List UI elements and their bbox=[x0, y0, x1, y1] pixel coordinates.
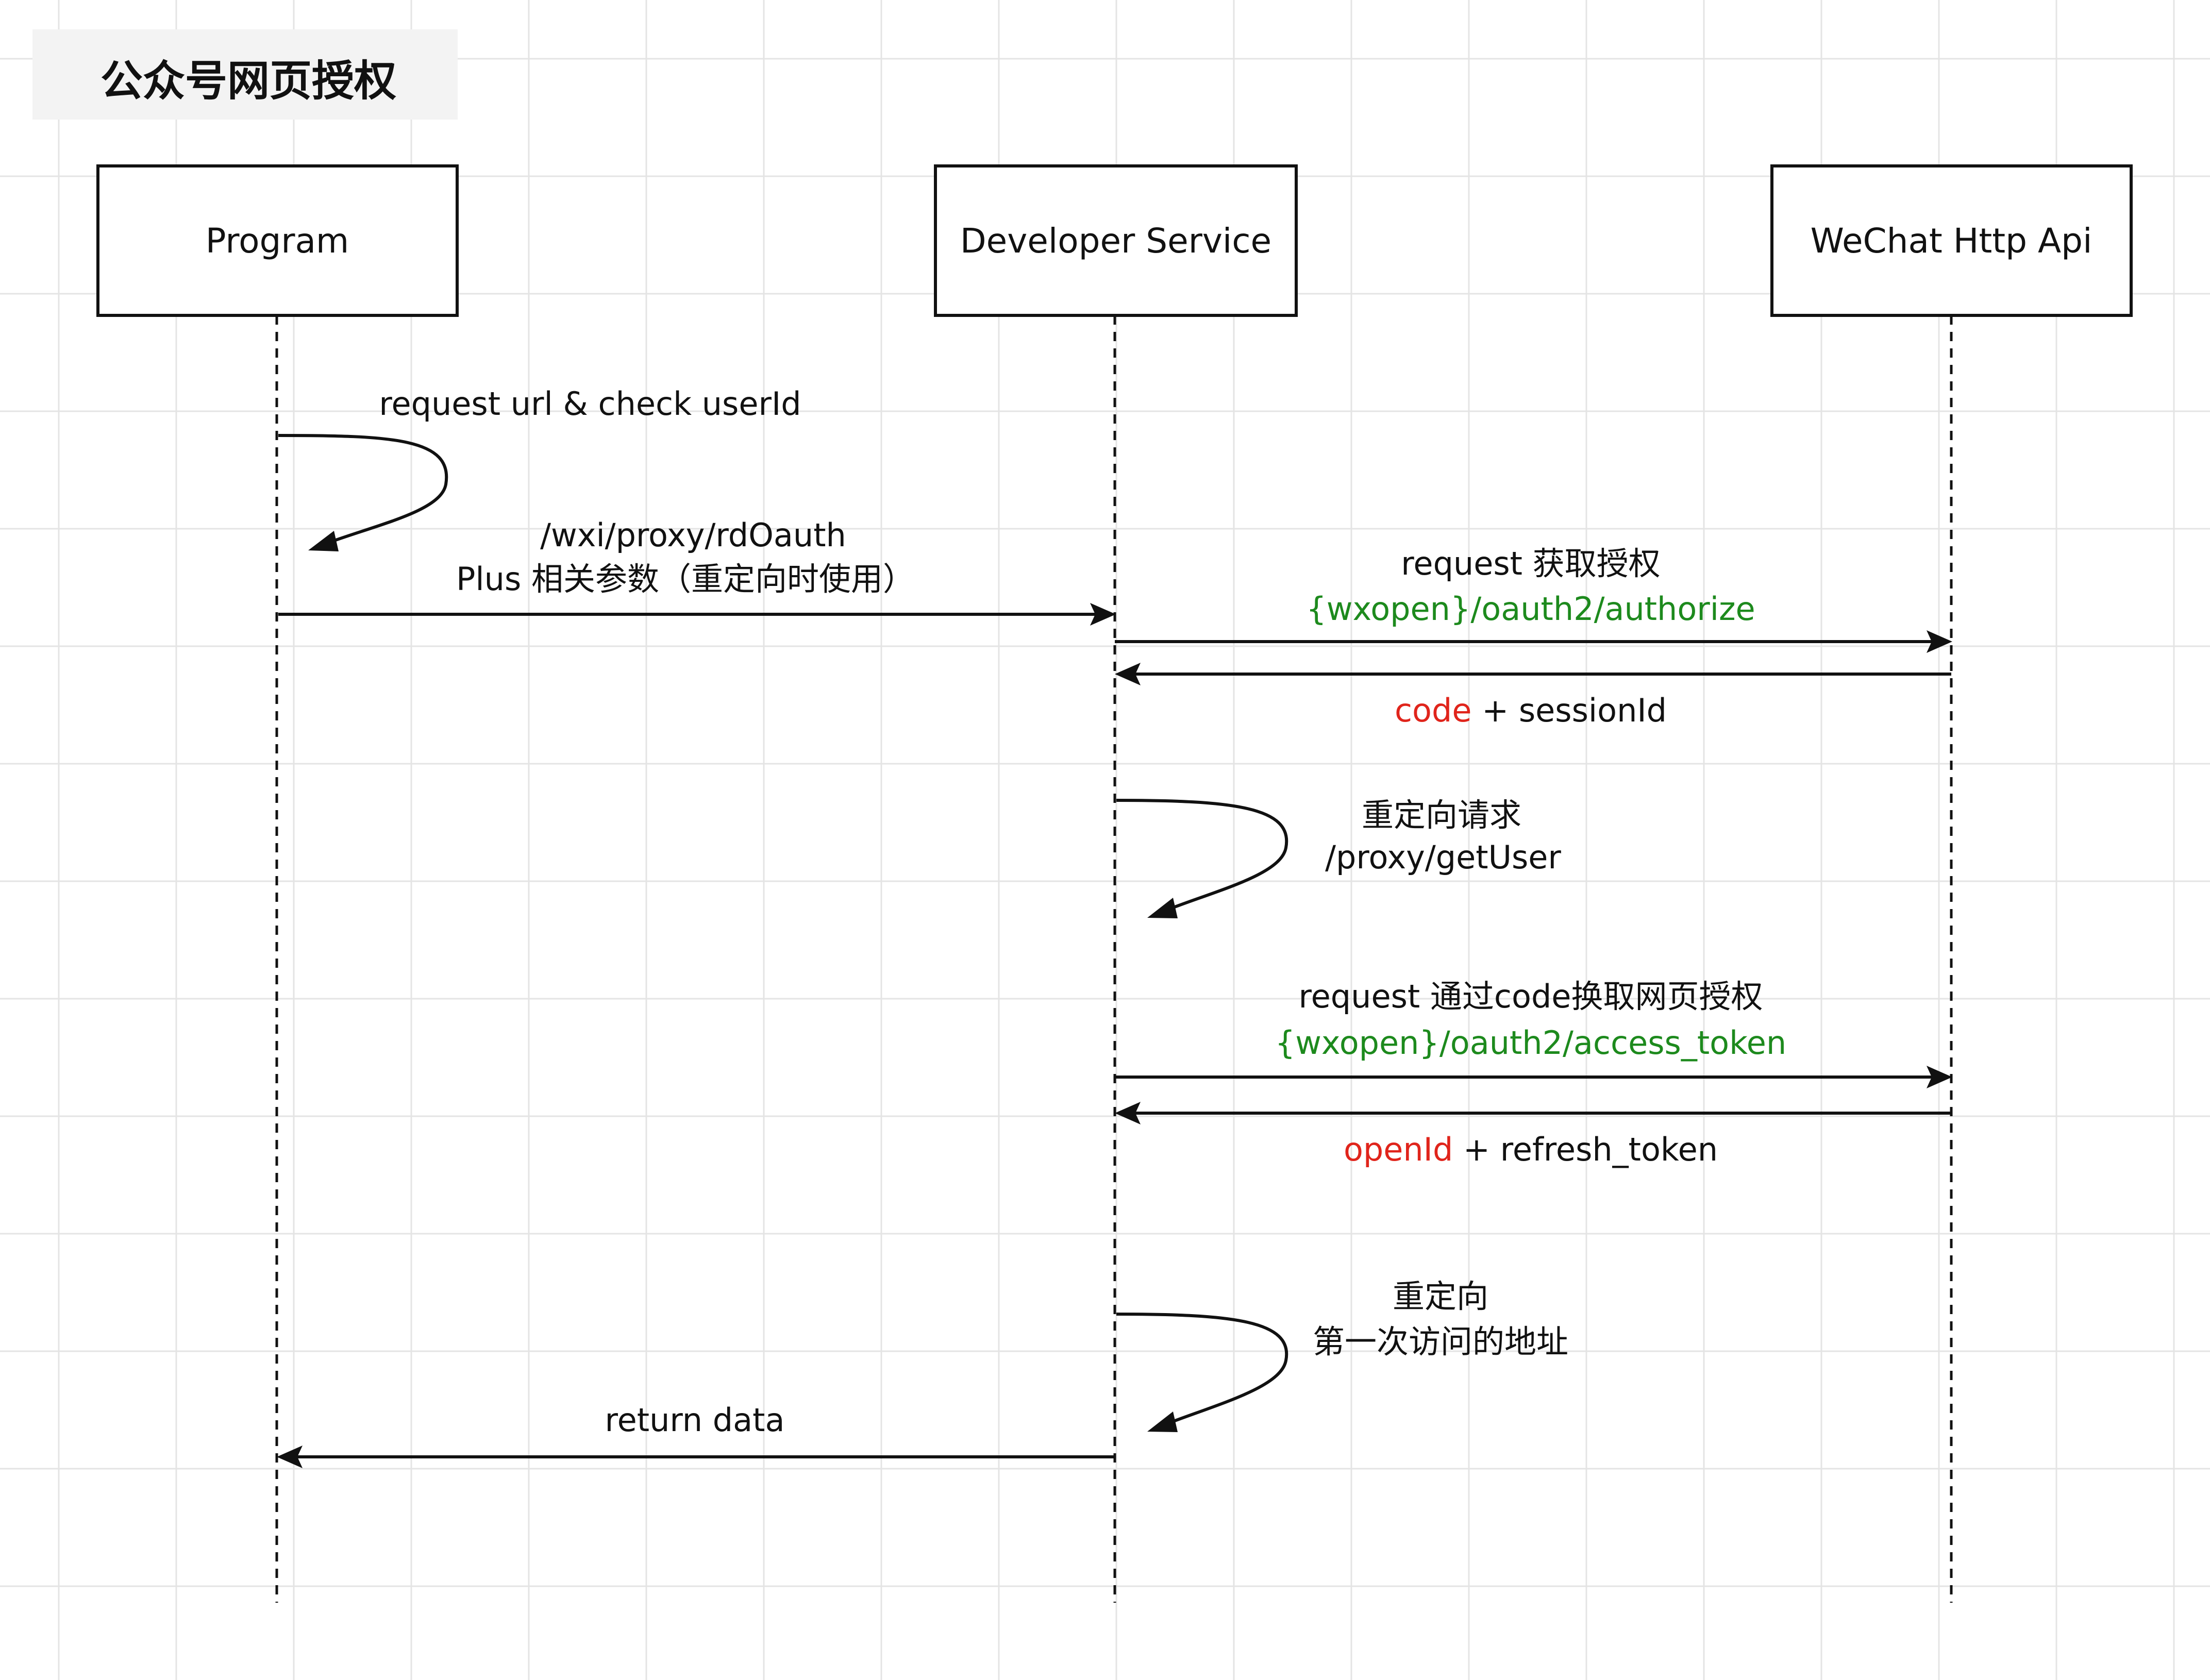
message-token-response: openId + refresh_token bbox=[1115, 1102, 1951, 1168]
self-check-arrowhead bbox=[308, 531, 339, 551]
to-developer-arrowhead bbox=[1090, 603, 1116, 626]
message-return-data: return data bbox=[277, 1401, 1115, 1468]
redirect-first-label-2: 第一次访问的地址 bbox=[1313, 1323, 1568, 1360]
authorize-response-rest: + sessionId bbox=[1472, 692, 1667, 729]
participant-wechat-label: WeChat Http Api bbox=[1811, 221, 2092, 261]
redirect-getuser-curve bbox=[1116, 799, 1288, 916]
redirect-first-label-1: 重定向 bbox=[1393, 1278, 1488, 1315]
participant-program: Program bbox=[96, 164, 459, 317]
message-redirect-getuser: 重定向请求 /proxy/getUser bbox=[1116, 796, 1561, 918]
authorize-request-arrowhead bbox=[1927, 630, 1952, 653]
token-request-label-1: request 通过code换取网页授权 bbox=[1299, 978, 1763, 1015]
token-request-arrowhead bbox=[1927, 1066, 1952, 1088]
redirect-first-curve bbox=[1116, 1313, 1288, 1430]
participant-developer-box bbox=[934, 164, 1298, 317]
return-data-arrowhead bbox=[277, 1446, 303, 1468]
redirect-getuser-label-1: 重定向请求 bbox=[1362, 796, 1521, 834]
self-check-label: request url & check userId bbox=[379, 385, 801, 423]
participant-program-label: Program bbox=[206, 221, 349, 261]
participant-developer-label: Developer Service bbox=[960, 221, 1271, 261]
self-check-curve bbox=[278, 434, 448, 549]
message-authorize-request: request 获取授权 {wxopen}/oauth2/authorize bbox=[1115, 545, 1952, 653]
redirect-getuser-label-2: /proxy/getUser bbox=[1325, 838, 1561, 876]
participant-developer: Developer Service bbox=[934, 164, 1298, 317]
token-response-openid: openId bbox=[1344, 1131, 1453, 1168]
authorize-response-arrowhead bbox=[1115, 663, 1141, 685]
redirect-first-arrowhead bbox=[1147, 1412, 1178, 1432]
message-to-developer: /wxi/proxy/rdOauth Plus 相关参数（重定向时使用） bbox=[278, 516, 1116, 626]
return-data-label: return data bbox=[605, 1401, 785, 1439]
token-response-label: openId + refresh_token bbox=[1344, 1131, 1718, 1168]
message-token-request: request 通过code换取网页授权 {wxopen}/oauth2/acc… bbox=[1115, 978, 1952, 1088]
message-self-check: request url & check userId bbox=[278, 385, 801, 551]
title-background bbox=[32, 29, 458, 120]
message-redirect-first: 重定向 第一次访问的地址 bbox=[1116, 1278, 1568, 1432]
authorize-response-code: code bbox=[1395, 692, 1472, 729]
participant-wechat: WeChat Http Api bbox=[1770, 164, 2133, 317]
message-authorize-response: code + sessionId bbox=[1115, 663, 1951, 729]
authorize-request-label-1: request 获取授权 bbox=[1401, 545, 1660, 582]
diagram-title: 公众号网页授权 bbox=[101, 57, 397, 106]
token-response-rest: + refresh_token bbox=[1453, 1131, 1718, 1168]
participant-wechat-box bbox=[1770, 164, 2133, 317]
authorize-response-label: code + sessionId bbox=[1395, 692, 1667, 729]
to-developer-label-1: /wxi/proxy/rdOauth bbox=[540, 516, 846, 554]
redirect-getuser-arrowhead bbox=[1147, 898, 1178, 918]
authorize-request-endpoint: {wxopen}/oauth2/authorize bbox=[1306, 590, 1755, 628]
to-developer-label-2: Plus 相关参数（重定向时使用） bbox=[456, 560, 915, 598]
participant-program-box bbox=[96, 164, 459, 317]
token-response-arrowhead bbox=[1115, 1102, 1141, 1124]
token-request-endpoint: {wxopen}/oauth2/access_token bbox=[1275, 1024, 1786, 1062]
